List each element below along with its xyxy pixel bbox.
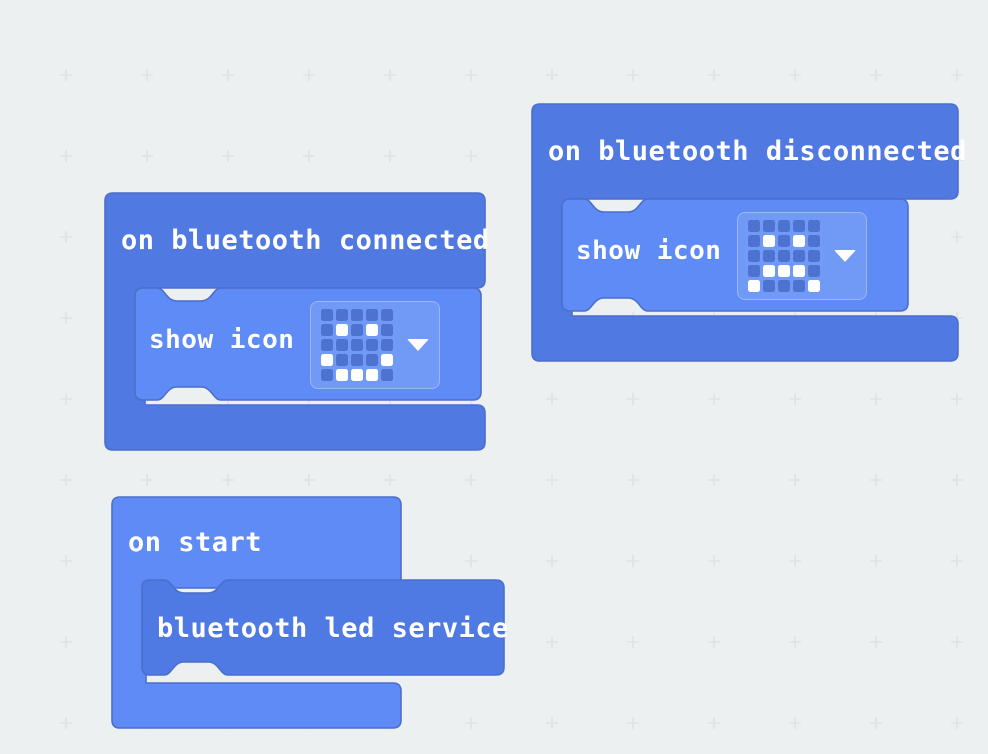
block-group-on-bluetooth-disconnected[interactable]: on bluetooth disconnected show icon	[531, 103, 972, 369]
led-cell-r4-c2[interactable]	[763, 265, 775, 277]
led-cell-r3-c1[interactable]	[321, 339, 333, 351]
led-cell-r5-c2[interactable]	[336, 369, 348, 381]
led-cell-r4-c5[interactable]	[808, 265, 820, 277]
led-cell-r5-c4[interactable]	[366, 369, 378, 381]
block-group-on-bluetooth-connected[interactable]: on bluetooth connected show icon	[104, 192, 505, 458]
on-bluetooth-connected-shape[interactable]	[104, 192, 505, 463]
led-cell-r3-c2[interactable]	[763, 250, 775, 262]
led-cell-r5-c3[interactable]	[778, 280, 790, 292]
bluetooth-led-service-label: bluetooth led service	[157, 613, 509, 644]
led-cell-r1-c5[interactable]	[808, 220, 820, 232]
led-cell-r1-c1[interactable]	[321, 309, 333, 321]
show-icon-sad-label: show icon	[576, 236, 722, 266]
led-cell-r3-c1[interactable]	[748, 250, 760, 262]
led-cell-r3-c5[interactable]	[381, 339, 393, 351]
show-icon-happy-label: show icon	[149, 325, 295, 355]
led-cell-r1-c5[interactable]	[381, 309, 393, 321]
led-cell-r4-c5[interactable]	[381, 354, 393, 366]
on-bluetooth-disconnected-label: on bluetooth disconnected	[548, 136, 967, 167]
led-cell-r5-c3[interactable]	[351, 369, 363, 381]
led-cell-r4-c1[interactable]	[321, 354, 333, 366]
led-matrix-dropdown-sad[interactable]	[737, 212, 867, 300]
led-cell-r3-c3[interactable]	[778, 250, 790, 262]
led-cell-r3-c4[interactable]	[793, 250, 805, 262]
led-cell-r4-c3[interactable]	[778, 265, 790, 277]
led-cell-r2-c4[interactable]	[793, 235, 805, 247]
led-cell-r1-c2[interactable]	[336, 309, 348, 321]
led-cell-r1-c3[interactable]	[351, 309, 363, 321]
led-cell-r2-c5[interactable]	[808, 235, 820, 247]
led-cell-r5-c4[interactable]	[793, 280, 805, 292]
led-cell-r5-c1[interactable]	[321, 369, 333, 381]
bluetooth-led-service-shape[interactable]	[141, 579, 512, 685]
on-start-label: on start	[128, 527, 263, 558]
led-cell-r1-c4[interactable]	[366, 309, 378, 321]
led-cell-r2-c2[interactable]	[763, 235, 775, 247]
led-cell-r3-c4[interactable]	[366, 339, 378, 351]
led-cell-r5-c1[interactable]	[748, 280, 760, 292]
led-cell-r3-c5[interactable]	[808, 250, 820, 262]
led-cell-r4-c3[interactable]	[351, 354, 363, 366]
led-cell-r2-c2[interactable]	[336, 324, 348, 336]
on-start-shape[interactable]	[111, 496, 512, 737]
led-cell-r1-c1[interactable]	[748, 220, 760, 232]
led-cell-r2-c4[interactable]	[366, 324, 378, 336]
led-cell-r4-c4[interactable]	[793, 265, 805, 277]
led-matrix-happy[interactable]	[321, 309, 393, 381]
led-cell-r1-c3[interactable]	[778, 220, 790, 232]
led-cell-r3-c3[interactable]	[351, 339, 363, 351]
show-icon-happy-shape[interactable]	[134, 287, 485, 408]
led-cell-r2-c1[interactable]	[748, 235, 760, 247]
led-cell-r3-c2[interactable]	[336, 339, 348, 351]
led-cell-r4-c4[interactable]	[366, 354, 378, 366]
chevron-down-icon[interactable]	[407, 339, 429, 351]
led-cell-r1-c4[interactable]	[793, 220, 805, 232]
led-cell-r2-c3[interactable]	[778, 235, 790, 247]
led-cell-r5-c5[interactable]	[808, 280, 820, 292]
on-bluetooth-connected-label: on bluetooth connected	[121, 225, 490, 256]
led-matrix-dropdown-happy[interactable]	[310, 301, 440, 389]
led-cell-r2-c3[interactable]	[351, 324, 363, 336]
led-cell-r1-c2[interactable]	[763, 220, 775, 232]
led-cell-r5-c2[interactable]	[763, 280, 775, 292]
led-cell-r2-c5[interactable]	[381, 324, 393, 336]
led-cell-r4-c1[interactable]	[748, 265, 760, 277]
led-cell-r5-c5[interactable]	[381, 369, 393, 381]
led-cell-r2-c1[interactable]	[321, 324, 333, 336]
led-matrix-sad[interactable]	[748, 220, 820, 292]
block-group-on-start[interactable]: on start bluetooth led service	[111, 496, 512, 732]
show-icon-sad-shape[interactable]	[561, 198, 912, 319]
on-bluetooth-disconnected-shape[interactable]	[531, 103, 972, 374]
led-cell-r4-c2[interactable]	[336, 354, 348, 366]
chevron-down-icon[interactable]	[834, 250, 856, 262]
